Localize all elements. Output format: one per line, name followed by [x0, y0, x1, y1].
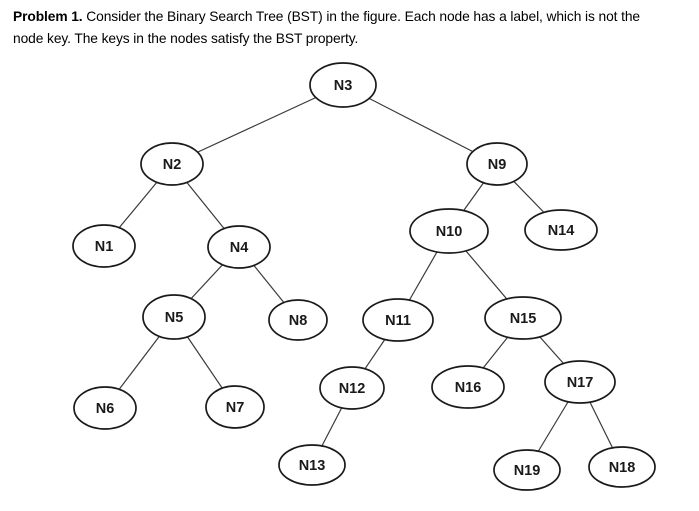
- node-label-N11: N11: [385, 313, 411, 329]
- tree-node-N19: N19: [493, 449, 561, 491]
- node-label-N6: N6: [96, 401, 115, 417]
- node-ellipse-N19: [493, 449, 561, 491]
- tree-node-N11: N11: [362, 298, 434, 342]
- tree-node-N14: N14: [524, 209, 598, 251]
- tree-node-N15: N15: [484, 296, 562, 340]
- node-ellipse-N7: [205, 385, 265, 429]
- node-label-N14: N14: [548, 223, 575, 239]
- node-ellipse-N9: [466, 142, 528, 186]
- node-ellipse-N10: [409, 208, 489, 254]
- node-ellipse-N15: [484, 296, 562, 340]
- problem-text-line2: node key. The keys in the nodes satisfy …: [13, 30, 359, 46]
- node-label-N7: N7: [226, 400, 245, 416]
- node-ellipse-N4: [207, 225, 271, 269]
- node-ellipse-N11: [362, 298, 434, 342]
- tree-node-N3: N3: [309, 62, 377, 108]
- node-ellipse-N1: [72, 224, 136, 268]
- node-label-N16: N16: [455, 380, 482, 396]
- tree-node-N8: N8: [268, 299, 328, 341]
- node-ellipse-N12: [319, 366, 385, 410]
- node-ellipse-N14: [524, 209, 598, 251]
- node-ellipse-N16: [431, 365, 505, 409]
- node-label-N3: N3: [334, 78, 353, 94]
- tree-node-N10: N10: [409, 208, 489, 254]
- node-label-N17: N17: [567, 375, 594, 391]
- tree-node-N17: N17: [544, 360, 616, 404]
- tree-node-N12: N12: [319, 366, 385, 410]
- node-label-N19: N19: [514, 463, 541, 479]
- node-label-N1: N1: [95, 239, 114, 255]
- tree-node-N1: N1: [72, 224, 136, 268]
- node-ellipse-N17: [544, 360, 616, 404]
- tree-node-N6: N6: [73, 386, 137, 430]
- node-ellipse-N6: [73, 386, 137, 430]
- node-label-N4: N4: [230, 240, 249, 256]
- node-ellipse-N18: [588, 446, 656, 488]
- tree-node-N9: N9: [466, 142, 528, 186]
- tree-node-N2: N2: [140, 142, 204, 186]
- problem-text-line1: Consider the Binary Search Tree (BST) in…: [86, 9, 640, 24]
- node-label-N15: N15: [510, 311, 537, 327]
- node-ellipse-N13: [278, 444, 346, 486]
- node-ellipse-N2: [140, 142, 204, 186]
- tree-node-N4: N4: [207, 225, 271, 269]
- node-ellipse-N3: [309, 62, 377, 108]
- node-label-N5: N5: [165, 310, 184, 326]
- problem-statement: Problem 1. Consider the Binary Search Tr…: [13, 6, 689, 49]
- node-label-N13: N13: [299, 458, 326, 474]
- node-ellipse-N5: [142, 294, 206, 340]
- tree-node-N16: N16: [431, 365, 505, 409]
- node-label-N2: N2: [163, 157, 182, 173]
- tree-edge-N3-N2: [171, 84, 344, 165]
- tree-node-N18: N18: [588, 446, 656, 488]
- tree-node-N13: N13: [278, 444, 346, 486]
- tree-node-N5: N5: [142, 294, 206, 340]
- problem-number: Problem 1.: [13, 9, 83, 24]
- node-label-N18: N18: [609, 460, 636, 476]
- node-label-N10: N10: [436, 224, 463, 240]
- node-label-N12: N12: [339, 381, 366, 397]
- node-label-N8: N8: [289, 313, 308, 329]
- node-label-N9: N9: [488, 157, 507, 173]
- node-ellipse-N8: [268, 299, 328, 341]
- tree-node-N7: N7: [205, 385, 265, 429]
